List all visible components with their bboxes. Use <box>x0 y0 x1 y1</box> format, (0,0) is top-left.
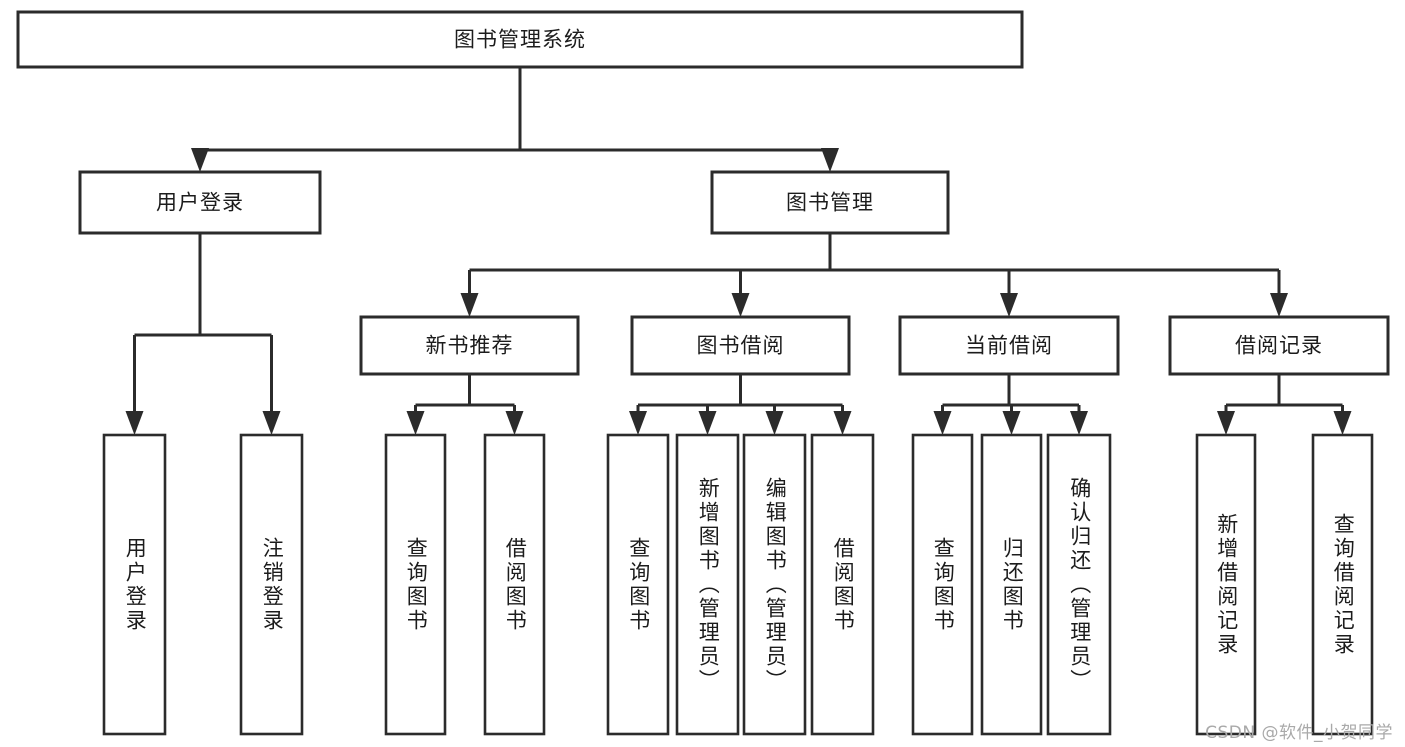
node-level2-label-1: 图书借阅 <box>697 334 785 358</box>
leaf-box-0[interactable] <box>102 433 167 736</box>
arrow-down-icon-grp-3-0 <box>1217 411 1235 435</box>
watermark-text: CSDN @软件_小贺同学 <box>1205 723 1393 743</box>
node-level2-label-3: 借阅记录 <box>1235 334 1323 358</box>
arrow-down-icon-login-1 <box>262 411 281 435</box>
node-level2-box-2[interactable] <box>898 315 1120 376</box>
leaf-box-12[interactable] <box>1311 433 1374 736</box>
leaf-box-2[interactable] <box>384 433 447 736</box>
arrow-down-icon-grp-1-3 <box>833 411 852 435</box>
arrow-down-icon-l2-0 <box>460 293 479 317</box>
arrow-down-icon-grp-3-1 <box>1333 411 1352 435</box>
arrow-down-icon-grp-1-2 <box>765 411 784 435</box>
node-level2-label-2: 当前借阅 <box>965 334 1053 358</box>
leaf-box-4[interactable] <box>606 433 670 736</box>
arrow-down-icon-l1-0 <box>191 148 209 172</box>
leaf-box-11[interactable] <box>1195 433 1257 736</box>
node-level2-box-0[interactable] <box>359 315 580 376</box>
leaf-box-3[interactable] <box>483 433 546 736</box>
arrow-down-icon-login-0 <box>125 411 144 435</box>
arrow-down-icon-grp-2-0 <box>933 411 952 435</box>
leaf-box-10[interactable] <box>1046 433 1112 736</box>
connector-lines-group <box>125 67 1352 435</box>
node-level1-box-0[interactable] <box>78 170 322 235</box>
leaf-box-1[interactable] <box>239 433 304 736</box>
arrow-down-icon-grp-1-1 <box>698 411 717 435</box>
node-level2-box-1[interactable] <box>630 315 851 376</box>
node-level2-label-0: 新书推荐 <box>426 334 514 358</box>
arrow-down-icon-l2-3 <box>1270 293 1288 317</box>
leaf-box-7[interactable] <box>810 433 875 736</box>
node-level1-label-1: 图书管理 <box>786 191 874 215</box>
leaf-box-9[interactable] <box>980 433 1043 736</box>
leaf-box-5[interactable] <box>675 433 740 736</box>
node-level1-box-1[interactable] <box>710 170 950 235</box>
arrow-down-icon-l2-1 <box>731 293 750 317</box>
node-root-label: 图书管理系统 <box>454 28 586 52</box>
node-boxes-group <box>16 10 1390 736</box>
arrow-down-icon-grp-2-1 <box>1002 411 1021 435</box>
arrow-down-icon-grp-2-2 <box>1070 411 1088 435</box>
arrow-down-icon-grp-0-1 <box>505 411 524 435</box>
arrow-down-icon-grp-0-0 <box>406 411 425 435</box>
arrow-down-icon-grp-1-0 <box>629 411 647 435</box>
leaf-box-8[interactable] <box>911 433 974 736</box>
node-level1-label-0: 用户登录 <box>156 191 244 215</box>
node-level2-box-3[interactable] <box>1168 315 1390 376</box>
arrow-down-icon-l1-1 <box>821 148 839 172</box>
leaf-box-6[interactable] <box>742 433 807 736</box>
node-root-box[interactable] <box>16 10 1024 69</box>
arrow-down-icon-l2-2 <box>1000 293 1018 317</box>
